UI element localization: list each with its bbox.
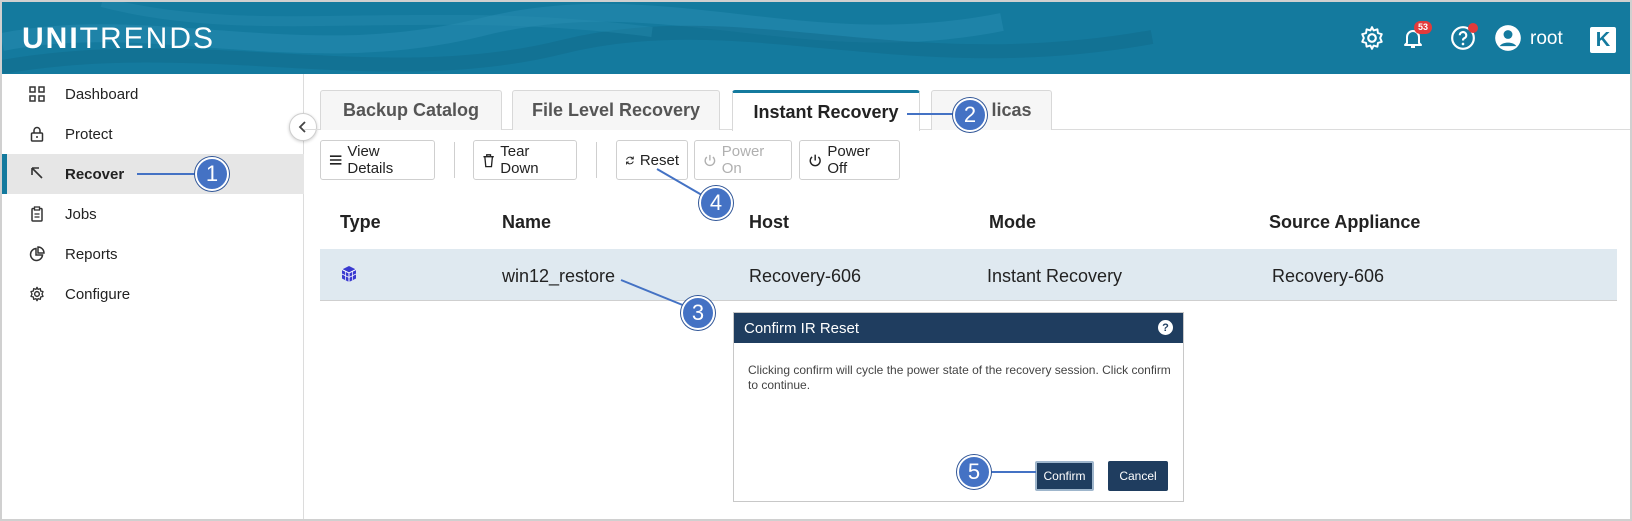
active-indicator — [2, 154, 7, 194]
callout-1: 1 — [195, 157, 229, 191]
help-question-icon[interactable] — [1449, 23, 1478, 52]
reset-button[interactable]: Reset — [616, 140, 688, 180]
clipboard-icon — [28, 205, 46, 223]
vm-cube-icon — [340, 265, 358, 288]
column-header-name[interactable]: Name — [502, 212, 552, 232]
sidebar-item-configure[interactable]: Configure — [2, 274, 304, 314]
sidebar-item-label: Configure — [65, 285, 131, 303]
cell-host: Recovery-606 — [749, 266, 862, 286]
chevron-left-icon — [298, 121, 306, 133]
refresh-icon — [626, 156, 634, 164]
table-row[interactable] — [320, 249, 1617, 301]
cursor-arrow-icon — [28, 165, 46, 183]
pie-chart-icon — [28, 245, 46, 263]
gear-icon — [28, 285, 46, 303]
sidebar-item-recover[interactable]: Recover — [2, 154, 304, 194]
notification-bell-icon[interactable]: 53 — [1399, 21, 1433, 52]
user-name[interactable]: root — [1530, 28, 1563, 49]
grid-icon — [28, 85, 46, 103]
confirm-button[interactable]: Confirm — [1035, 461, 1094, 491]
sidebar-item-label: Reports — [65, 245, 118, 263]
list-icon — [329, 155, 342, 165]
callout-2: 2 — [953, 98, 987, 132]
unitrends-logo[interactable]: UNITRENDS — [22, 22, 216, 55]
sidebar-item-dashboard[interactable]: Dashboard — [2, 74, 304, 114]
notification-count-badge: 53 — [1414, 21, 1433, 34]
sidebar-item-reports[interactable]: Reports — [2, 234, 304, 274]
sidebar-item-label: Dashboard — [65, 85, 139, 103]
tab-replicas[interactable]: licas — [931, 90, 1052, 130]
cell-name: win12_restore — [502, 266, 616, 286]
confirm-reset-dialog: Confirm IR Reset ? Clicking confirm will… — [733, 312, 1184, 502]
dialog-message: Clicking confirm will cycle the power st… — [748, 363, 1171, 392]
sidebar-item-label: Recover — [65, 165, 125, 183]
column-header-mode[interactable]: Mode — [989, 212, 1036, 232]
tab-instant-recovery[interactable]: Instant Recovery — [732, 90, 920, 131]
callout-4: 4 — [699, 186, 733, 220]
kaseya-logo-icon[interactable]: K — [1590, 27, 1616, 53]
dialog-help-icon[interactable]: ? — [1158, 320, 1173, 335]
tear-down-button[interactable]: Tear Down — [473, 140, 577, 180]
power-on-button[interactable]: Power On — [694, 140, 792, 180]
settings-gear-icon[interactable] — [1358, 24, 1386, 52]
dialog-title: Confirm IR Reset — [744, 319, 860, 337]
power-off-button[interactable]: Power Off — [799, 140, 900, 180]
top-header: UNITRENDS 53 root K — [2, 2, 1630, 74]
view-details-button[interactable]: View Details — [320, 140, 435, 180]
help-alert-dot — [1468, 23, 1478, 33]
user-avatar-icon[interactable] — [1494, 24, 1522, 52]
toolbar-separator — [596, 142, 597, 178]
cancel-button[interactable]: Cancel — [1108, 461, 1168, 491]
header-wave-pattern — [2, 2, 1154, 74]
lock-icon — [28, 125, 46, 143]
tab-file-level-recovery[interactable]: File Level Recovery — [512, 90, 720, 130]
cell-source-appliance: Recovery-606 — [1272, 266, 1385, 286]
sidebar-item-label: Protect — [65, 125, 113, 143]
sidebar-item-protect[interactable]: Protect — [2, 114, 304, 154]
column-header-source-appliance[interactable]: Source Appliance — [1269, 212, 1421, 232]
power-icon — [809, 154, 821, 166]
column-header-type[interactable]: Type — [340, 212, 381, 232]
callout-5: 5 — [957, 455, 991, 489]
cell-mode: Instant Recovery — [987, 266, 1123, 286]
trash-icon — [483, 153, 494, 167]
column-header-host[interactable]: Host — [749, 212, 789, 232]
sidebar: Dashboard Protect Recover Jobs Report — [2, 74, 304, 519]
collapse-sidebar-button[interactable] — [289, 113, 317, 141]
sidebar-item-jobs[interactable]: Jobs — [2, 194, 304, 234]
sidebar-item-label: Jobs — [65, 205, 97, 223]
dialog-header: Confirm IR Reset ? — [734, 313, 1183, 343]
toolbar-separator — [454, 142, 455, 178]
callout-3: 3 — [681, 296, 715, 330]
tab-backup-catalog[interactable]: Backup Catalog — [320, 90, 502, 130]
power-icon — [704, 154, 716, 166]
